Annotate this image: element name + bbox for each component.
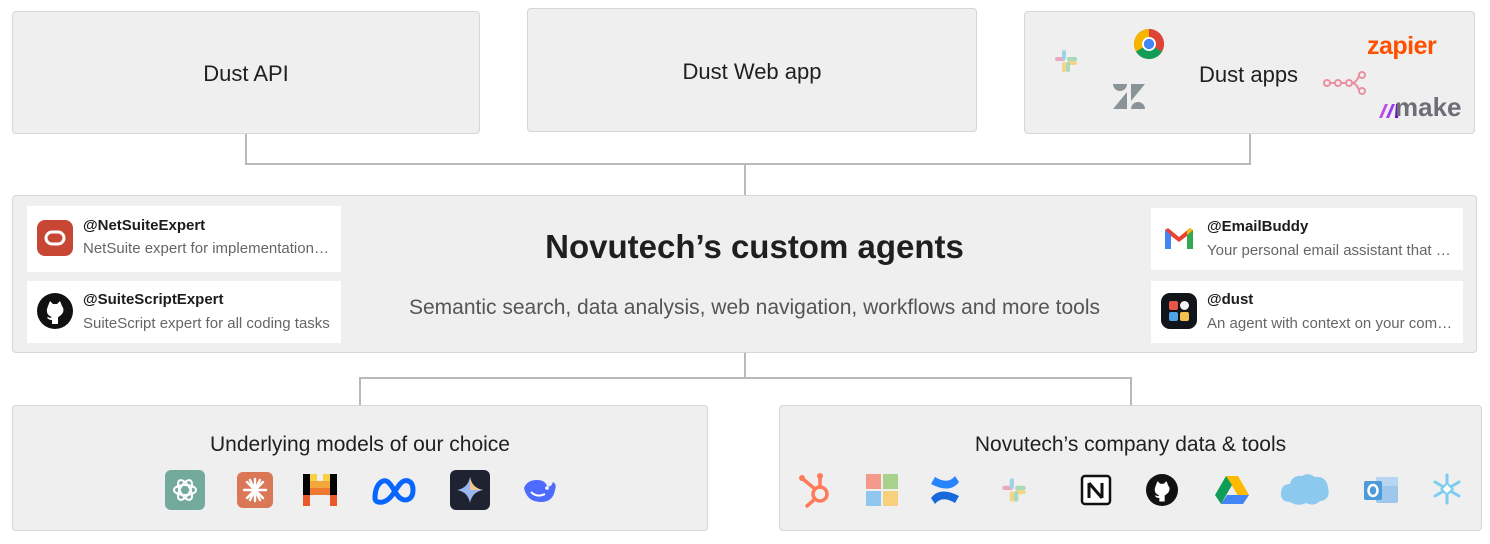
connector-api-down (245, 133, 247, 165)
salesforce-icon (1278, 470, 1332, 508)
github-icon (37, 293, 73, 329)
models-box: Underlying models of our choice (12, 405, 708, 531)
n8n-icon (1323, 70, 1367, 96)
agent-description: Your personal email assistant that helps (1207, 242, 1457, 259)
dust-apps-box: Dust apps (1024, 11, 1475, 134)
dust-web-app-label: Dust Web app (682, 59, 822, 84)
agent-handle: @EmailBuddy (1207, 218, 1309, 235)
dust-web-app-box: Dust Web app (527, 8, 977, 132)
microsoft-icon (866, 474, 898, 506)
company-data-title: Novutech’s company data & tools (974, 433, 1287, 456)
agent-handle: @dust (1207, 291, 1254, 308)
anthropic-icon (237, 472, 273, 508)
agent-card-suitescript-expert[interactable]: @SuiteScriptExpert SuiteScript expert fo… (27, 281, 341, 343)
agent-card-email-buddy[interactable]: @EmailBuddy Your personal email assistan… (1151, 208, 1463, 270)
custom-agents-box: Novutech’s custom agents Semantic search… (12, 195, 1477, 353)
gmail-icon (1161, 221, 1197, 257)
agent-description: An agent with context on your company (1207, 315, 1457, 332)
deepseek-icon (521, 474, 559, 506)
company-data-box: Novutech’s company data & tools (779, 405, 1482, 531)
chrome-icon (1133, 28, 1165, 60)
oracle-icon (37, 220, 73, 256)
dust-apps-label: Dust apps (1199, 62, 1299, 87)
make-label: make (1395, 92, 1462, 122)
custom-agents-subtitle: Semantic search, data analysis, web navi… (408, 296, 1100, 319)
snowflake-icon (1430, 472, 1464, 506)
openai-icon (165, 470, 205, 510)
hubspot-icon (798, 470, 836, 510)
agent-description: SuiteScript expert for all coding tasks (83, 315, 330, 332)
models-title: Underlying models of our choice (210, 433, 510, 456)
agent-handle: @SuiteScriptExpert (83, 291, 224, 308)
confluence-icon (928, 474, 962, 506)
google-drive-icon (1214, 474, 1250, 506)
custom-agents-title: Novutech’s custom agents (545, 228, 964, 265)
slack-icon (1051, 46, 1081, 76)
agent-card-netsuite-expert[interactable]: @NetSuiteExpert NetSuite expert for impl… (27, 206, 341, 272)
github-icon (1146, 474, 1178, 506)
connector-models-down (359, 377, 361, 407)
zendesk-icon (1111, 82, 1147, 110)
connector-center-up (744, 163, 746, 197)
mistral-icon (301, 472, 339, 508)
slack-icon (998, 474, 1030, 506)
agent-handle: @NetSuiteExpert (83, 217, 206, 234)
connector-center-down (744, 352, 746, 379)
outlook-icon (1362, 472, 1400, 508)
connector-bottom-horizontal (359, 377, 1132, 379)
notion-icon (1080, 474, 1112, 506)
agent-card-dust[interactable]: @dust An agent with context on your comp… (1151, 281, 1463, 343)
gemini-icon (450, 470, 490, 510)
agent-description: NetSuite expert for implementation tasks (83, 240, 333, 257)
connector-data-down (1130, 377, 1132, 407)
meta-icon (371, 474, 417, 506)
dust-api-box: Dust API (12, 11, 480, 134)
zapier-logo: zapier (1367, 32, 1437, 60)
dust-icon (1161, 293, 1197, 329)
connector-top-horizontal (245, 163, 1251, 165)
dust-api-label: Dust API (203, 61, 289, 86)
connector-apps-down (1249, 133, 1251, 165)
